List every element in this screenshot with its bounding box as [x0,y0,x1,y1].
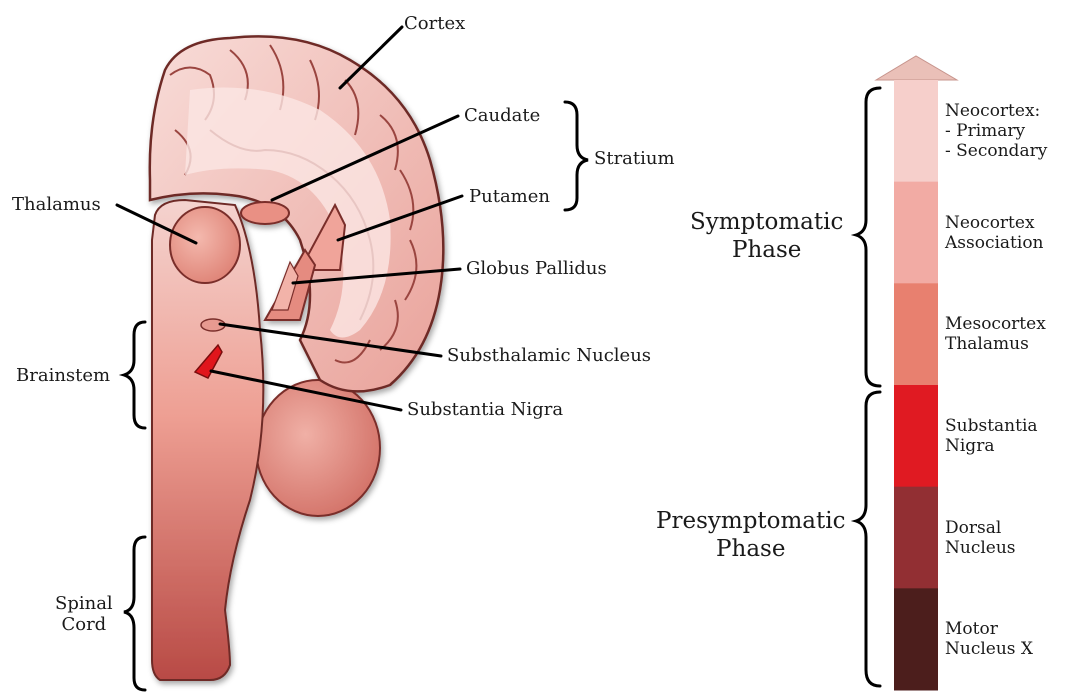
stage-segment [894,80,938,182]
label-symptomatic-phase: Symptomatic Phase [690,208,843,264]
label-stratium: Stratium [594,148,675,169]
label-presymptomatic-phase: Presymptomatic Phase [656,507,846,563]
label-caudate: Caudate [464,105,540,126]
presymptomatic-bracket [856,392,880,686]
stage-label: Dorsal Nucleus [945,518,1016,558]
stage-label: Neocortex Association [945,213,1044,253]
stratium-bracket [565,102,588,210]
stage-label: Neocortex: - Primary - Secondary [945,101,1047,161]
label-substantia-nigra: Substantia Nigra [407,399,563,420]
stage-segment [894,182,938,284]
caudate-shape [241,202,289,224]
label-putamen: Putamen [469,186,550,207]
brain-illustration [150,36,444,680]
symptomatic-bracket [856,88,880,386]
arrow-head [876,56,957,80]
stage-segment [894,588,938,690]
label-brainstem: Brainstem [16,365,110,386]
stage-segment [894,385,938,487]
label-globus-pallidus: Globus Pallidus [466,258,607,279]
label-cortex: Cortex [404,13,465,34]
stage-label: Motor Nucleus X [945,619,1033,659]
brainstem-bracket [124,322,145,428]
stage-segment [894,283,938,385]
stage-label: Mesocortex Thalamus [945,314,1046,354]
thalamus-shape [170,207,240,283]
label-subthalamic-nucleus: Substhalamic Nucleus [447,345,651,366]
stage-segment [894,487,938,589]
label-thalamus: Thalamus [12,194,101,215]
label-spinal-cord: Spinal Cord [55,593,113,635]
spinal-cord-bracket [124,537,145,690]
stage-label: Substantia Nigra [945,416,1038,456]
